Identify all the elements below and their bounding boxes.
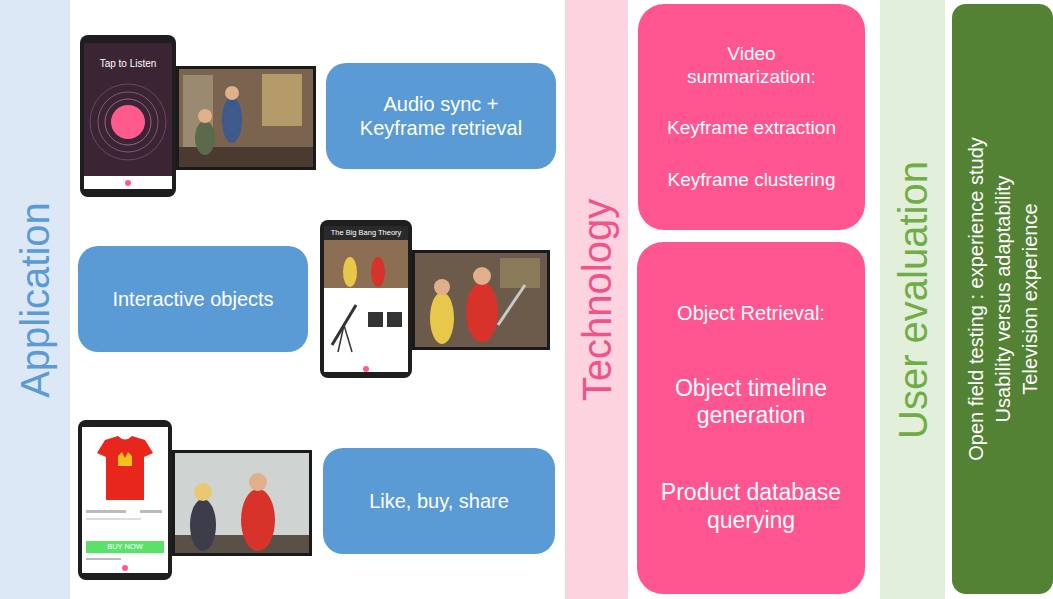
scene-head xyxy=(225,86,239,100)
scene-head xyxy=(249,473,267,491)
box-text: Keyframe extraction xyxy=(667,117,836,140)
scene-shelf xyxy=(500,258,540,288)
phone-header xyxy=(324,226,408,240)
scene-board xyxy=(262,74,302,126)
evaluation-box: Open field testing : experience studyUsa… xyxy=(952,4,1053,594)
scene-head xyxy=(473,267,491,285)
tv-frame-3 xyxy=(172,450,312,556)
scene-person xyxy=(190,499,216,551)
section-band: User evaluation xyxy=(880,0,945,599)
box-text: Keyframe clustering xyxy=(668,169,836,192)
t-shirt xyxy=(97,436,153,500)
price-line xyxy=(140,510,162,513)
phone-dot xyxy=(122,565,128,571)
tripod xyxy=(344,325,352,352)
scene-person xyxy=(195,121,215,155)
box-heading: Audio sync + Keyframe retrieval xyxy=(351,92,531,140)
box-text: Product database querying xyxy=(651,479,851,534)
scene-person xyxy=(466,282,498,342)
speaker xyxy=(387,312,402,327)
buy-button xyxy=(86,541,164,553)
phone-audio-sync xyxy=(80,35,176,197)
box-heading: Like, buy, share xyxy=(369,489,509,513)
sound-ring xyxy=(105,99,151,145)
section-band: Technology xyxy=(565,0,628,599)
feature-box: Like, buy, share xyxy=(323,448,555,554)
phone-screen xyxy=(324,226,408,372)
sound-ring xyxy=(98,92,158,152)
rotated-heading: Technology xyxy=(573,10,621,589)
text-holder: Application xyxy=(11,10,59,589)
scene-head xyxy=(194,483,212,501)
feature-box: Audio sync + Keyframe retrieval xyxy=(326,63,556,169)
tv-frame-1 xyxy=(176,66,316,170)
scene-person xyxy=(371,257,385,287)
scene-board xyxy=(175,453,309,553)
shirt-logo xyxy=(118,452,132,466)
scene-person xyxy=(343,257,357,287)
text-holder: Video summarization: Keyframe extractionK… xyxy=(638,4,865,230)
section-band: Application xyxy=(0,0,70,599)
phone-body xyxy=(80,35,176,197)
phone-screen xyxy=(84,43,172,189)
screen-label: The Big Bang Theory xyxy=(324,228,408,237)
box-heading: Object Retrieval: xyxy=(677,301,825,325)
rotated-heading: Usability versus adaptability xyxy=(989,14,1016,584)
text-holder: Interactive objects xyxy=(78,246,308,352)
price-line xyxy=(86,510,126,513)
scene-head xyxy=(434,279,450,295)
scene-person xyxy=(222,97,242,143)
scene-person xyxy=(241,489,275,551)
text-holder: Like, buy, share xyxy=(323,448,555,554)
listen-button xyxy=(111,105,145,139)
speaker xyxy=(368,312,383,327)
sound-ring xyxy=(90,84,166,160)
phone-dot xyxy=(125,180,131,186)
tripod xyxy=(338,325,344,352)
tv-frame-2 xyxy=(412,250,550,350)
detail-line xyxy=(86,518,141,520)
text-holder: Audio sync + Keyframe retrieval xyxy=(326,63,556,169)
screen-label: Tap to Listen xyxy=(84,58,172,70)
box-text: Object timeline generation xyxy=(651,375,851,430)
rotated-heading: Television experience xyxy=(1016,14,1043,584)
scene-wall xyxy=(415,253,547,347)
scene-person xyxy=(430,292,454,344)
box-heading: Video summarization: xyxy=(677,43,827,89)
rotated-heading: User evaluation xyxy=(889,10,937,589)
rotated-heading: Application xyxy=(11,10,59,589)
screen-label: BUY NOW xyxy=(86,542,164,551)
guitar xyxy=(498,285,525,325)
box-heading: Interactive objects xyxy=(112,287,273,311)
phone-body xyxy=(78,420,172,580)
phone-dot xyxy=(363,366,369,372)
scene-head xyxy=(198,109,212,123)
detail-line xyxy=(86,558,121,560)
rotated-heading: Open field testing : experience study xyxy=(962,14,989,584)
phone-bar xyxy=(84,176,172,189)
scene-wall xyxy=(179,69,313,167)
tv-frame xyxy=(412,250,550,350)
tv-frame xyxy=(172,450,312,556)
technology-box: Video summarization: Keyframe extractionK… xyxy=(638,4,865,230)
text-holder: Open field testing : experience studyUsa… xyxy=(962,14,1043,584)
phone-body xyxy=(320,220,412,378)
technology-box: Object Retrieval: Object timeline generat… xyxy=(637,242,865,594)
phone-scene xyxy=(324,240,408,288)
text-holder: User evaluation xyxy=(889,10,937,589)
tv-frame xyxy=(176,66,316,170)
phone-shop xyxy=(78,420,172,580)
text-holder: Object Retrieval: Object timeline generat… xyxy=(637,242,865,594)
text-holder: Technology xyxy=(573,10,621,589)
phone-screen xyxy=(82,427,168,573)
feature-box: Interactive objects xyxy=(78,246,308,352)
phone-interactive xyxy=(320,220,412,378)
